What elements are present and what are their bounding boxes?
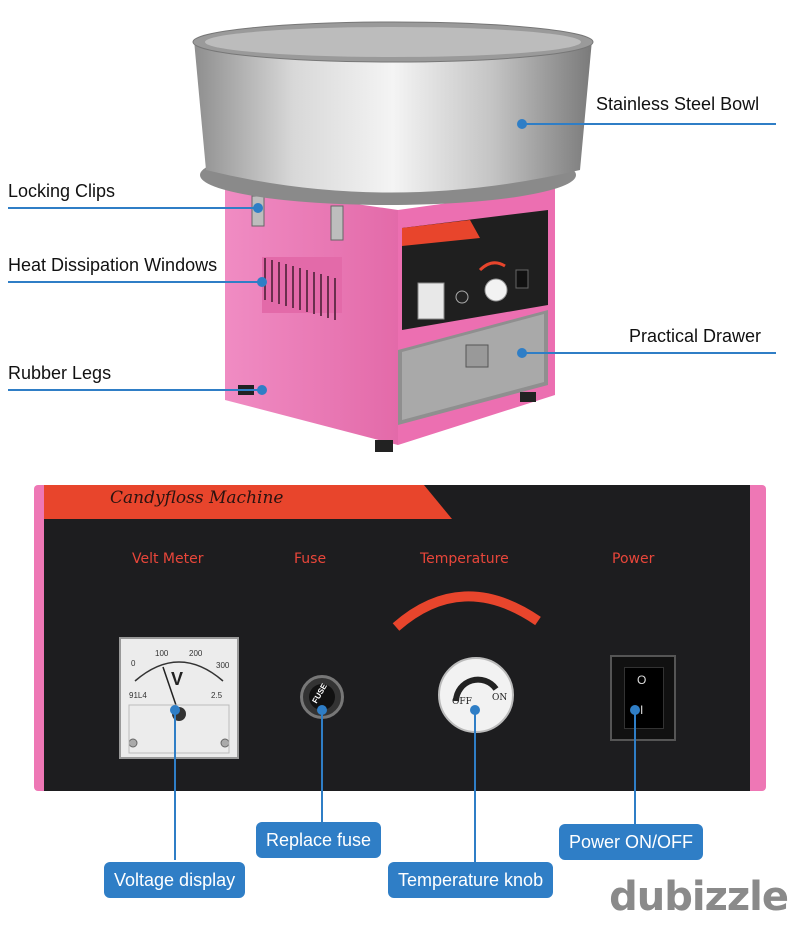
dubizzle-watermark: dubizzle bbox=[609, 874, 789, 920]
volt-meter-label: Velt Meter bbox=[132, 551, 204, 567]
meter-tick-100: 100 bbox=[155, 649, 169, 658]
switch-rocker bbox=[624, 667, 664, 729]
control-panel: Candyfloss Machine Velt Meter Fuse Tempe… bbox=[34, 485, 766, 791]
bowl-body bbox=[194, 40, 592, 193]
windows-label: Heat Dissipation Windows bbox=[8, 255, 218, 275]
switch-on-mark: I bbox=[640, 703, 644, 717]
temperature-knob-badge: Temperature knob bbox=[388, 862, 554, 898]
meter-model: 91L4 bbox=[129, 691, 147, 700]
knob-off-label: OFF bbox=[452, 697, 472, 707]
legs-label: Rubber Legs bbox=[8, 363, 112, 383]
switch-off-mark: O bbox=[637, 673, 647, 687]
temperature-knob[interactable]: OFF ON bbox=[438, 657, 514, 733]
temperature-label: Temperature bbox=[420, 551, 509, 567]
machine-body-side bbox=[225, 185, 398, 445]
voltage-display-badge: Voltage display bbox=[104, 862, 246, 898]
power-onoff-badge: Power ON/OFF bbox=[559, 824, 704, 860]
brand-banner bbox=[44, 485, 452, 519]
clips-label: Locking Clips bbox=[8, 181, 116, 201]
temperature-arc-icon bbox=[392, 591, 541, 631]
knob-arc-icon bbox=[453, 676, 499, 702]
bowl-label: Stainless Steel Bowl bbox=[596, 94, 760, 114]
heat-vents bbox=[262, 257, 342, 320]
panel-callout-lines bbox=[170, 705, 640, 862]
meter-class: 2.5 bbox=[211, 691, 223, 700]
clip-right bbox=[330, 205, 344, 241]
knob-on-label: ON bbox=[492, 693, 508, 703]
power-label: Power bbox=[612, 551, 655, 567]
power-switch[interactable]: O I bbox=[610, 655, 676, 741]
meter-unit: V bbox=[171, 669, 184, 689]
meter-tick-0: 0 bbox=[131, 659, 136, 668]
machine-illustration bbox=[8, 21, 776, 452]
brand-title: Candyfloss Machine bbox=[110, 488, 284, 508]
replace-fuse-badge: Replace fuse bbox=[256, 822, 382, 858]
meter-tick-200: 200 bbox=[189, 649, 203, 658]
fuse-label: Fuse bbox=[294, 551, 327, 567]
meter-tick-300: 300 bbox=[216, 661, 230, 670]
drawer-label: Practical Drawer bbox=[629, 326, 762, 346]
volt-meter: 0 100 200 300 V 91L4 2.5 bbox=[119, 637, 239, 759]
